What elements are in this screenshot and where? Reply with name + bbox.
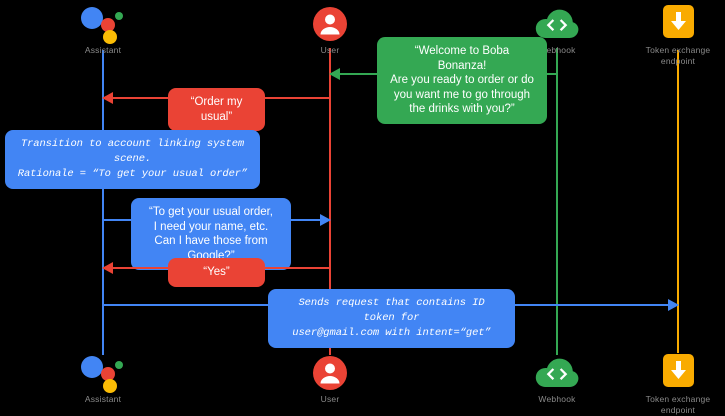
google-assistant-icon	[43, 2, 163, 44]
actor-webhook-bottom[interactable]: Webhook	[497, 351, 617, 405]
lifeline-assistant	[102, 50, 104, 355]
actor-label-webhook-bottom: Webhook	[538, 394, 576, 404]
cloud-code-icon	[497, 2, 617, 42]
actor-user-bottom[interactable]: User	[270, 351, 390, 405]
lifeline-webhook	[556, 48, 558, 355]
lifeline-token-endpoint	[677, 50, 679, 353]
bubble-welcome: “Welcome to Boba Bonanza! Are you ready …	[377, 37, 547, 124]
actor-label-token-endpoint-bottom: Token exchange endpoint	[645, 394, 711, 415]
lifeline-user	[329, 48, 331, 355]
actor-webhook-top[interactable]: Webhook	[497, 2, 617, 56]
bubble-ask-for-profile: “To get your usual order, I need your na…	[131, 198, 291, 270]
actor-token-endpoint-top[interactable]: Token exchange endpoint	[618, 2, 725, 67]
actor-assistant-bottom[interactable]: Assistant	[43, 351, 163, 405]
user-avatar-icon	[270, 2, 390, 42]
bubble-yes: “Yes”	[168, 258, 265, 287]
cloud-code-icon	[497, 351, 617, 391]
actor-token-endpoint-bottom[interactable]: Token exchange endpoint	[618, 351, 725, 416]
user-avatar-icon	[270, 351, 390, 391]
token-download-icon	[618, 2, 725, 42]
actor-label-assistant-top: Assistant	[84, 45, 122, 55]
actor-label-user-top: User	[320, 45, 340, 55]
token-download-icon	[618, 351, 725, 391]
actor-label-user-bottom: User	[320, 394, 340, 404]
bubble-send-id-token: Sends request that contains ID token for…	[268, 289, 515, 348]
note-transition-to-account-linking: Transition to account linking system sce…	[5, 130, 260, 189]
actor-label-assistant-bottom: Assistant	[84, 394, 122, 404]
google-assistant-icon	[43, 351, 163, 393]
actor-user-top[interactable]: User	[270, 2, 390, 56]
actor-assistant-top[interactable]: Assistant	[43, 2, 163, 56]
bubble-order-my-usual: “Order my usual”	[168, 88, 265, 131]
actor-label-token-endpoint-top: Token exchange endpoint	[645, 45, 711, 66]
actor-label-webhook-top: Webhook	[538, 45, 576, 55]
